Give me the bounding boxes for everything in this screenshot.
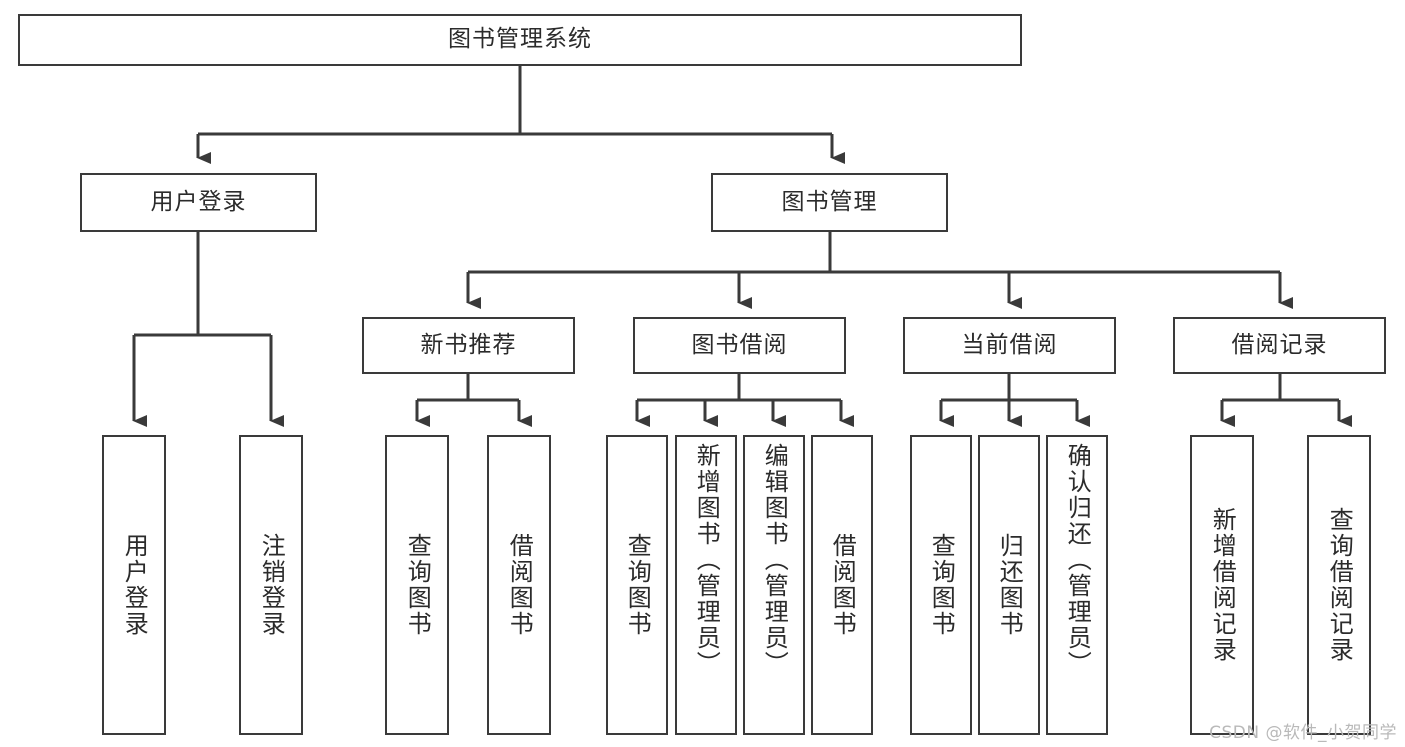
- node-label: 图书借阅: [691, 331, 788, 358]
- leaf-borrow-borrow-book[interactable]: 借阅图书: [811, 435, 873, 735]
- node-book-management[interactable]: 图书管理: [711, 173, 948, 232]
- node-label: 图书管理系统: [448, 26, 592, 53]
- node-root-system[interactable]: 图书管理系统: [18, 14, 1022, 66]
- node-label: 新增借阅记录: [1208, 507, 1237, 663]
- node-label: 当前借阅: [961, 331, 1058, 358]
- node-label: 用户登录: [150, 188, 247, 215]
- node-label: 新增图书（管理员）: [692, 443, 721, 677]
- leaf-borrow-add-book-admin[interactable]: 新增图书（管理员）: [675, 435, 737, 735]
- node-label: 注销登录: [257, 533, 286, 637]
- node-user-login[interactable]: 用户登录: [80, 173, 317, 232]
- node-new-book-recommend[interactable]: 新书推荐: [362, 317, 575, 374]
- leaf-newbook-query-book[interactable]: 查询图书: [385, 435, 449, 735]
- leaf-borrow-edit-book-admin[interactable]: 编辑图书（管理员）: [743, 435, 805, 735]
- leaf-current-return-book[interactable]: 归还图书: [978, 435, 1040, 735]
- leaf-current-query-book[interactable]: 查询图书: [910, 435, 972, 735]
- node-label: 用户登录: [120, 533, 149, 637]
- node-label: 查询图书: [403, 533, 432, 637]
- node-label: 图书管理: [781, 188, 878, 215]
- node-borrow-record[interactable]: 借阅记录: [1173, 317, 1386, 374]
- node-label: 查询图书: [927, 533, 956, 637]
- leaf-user-login[interactable]: 用户登录: [102, 435, 166, 735]
- node-label: 归还图书: [995, 533, 1024, 637]
- leaf-record-add-record[interactable]: 新增借阅记录: [1190, 435, 1254, 735]
- node-label: 编辑图书（管理员）: [760, 443, 789, 677]
- node-current-borrow[interactable]: 当前借阅: [903, 317, 1116, 374]
- leaf-borrow-query-book[interactable]: 查询图书: [606, 435, 668, 735]
- node-label: 查询图书: [623, 533, 652, 637]
- node-label: 借阅图书: [505, 533, 534, 637]
- node-label: 新书推荐: [420, 331, 517, 358]
- node-label: 借阅记录: [1231, 331, 1328, 358]
- node-label: 借阅图书: [828, 533, 857, 637]
- leaf-current-confirm-return-admin[interactable]: 确认归还（管理员）: [1046, 435, 1108, 735]
- node-label: 确认归还（管理员）: [1063, 443, 1092, 677]
- watermark-text: CSDN @软件_小贺同学: [1209, 723, 1397, 743]
- node-label: 查询借阅记录: [1325, 507, 1354, 663]
- leaf-logout-login[interactable]: 注销登录: [239, 435, 303, 735]
- leaf-record-query-record[interactable]: 查询借阅记录: [1307, 435, 1371, 735]
- node-book-borrow[interactable]: 图书借阅: [633, 317, 846, 374]
- leaf-newbook-borrow-book[interactable]: 借阅图书: [487, 435, 551, 735]
